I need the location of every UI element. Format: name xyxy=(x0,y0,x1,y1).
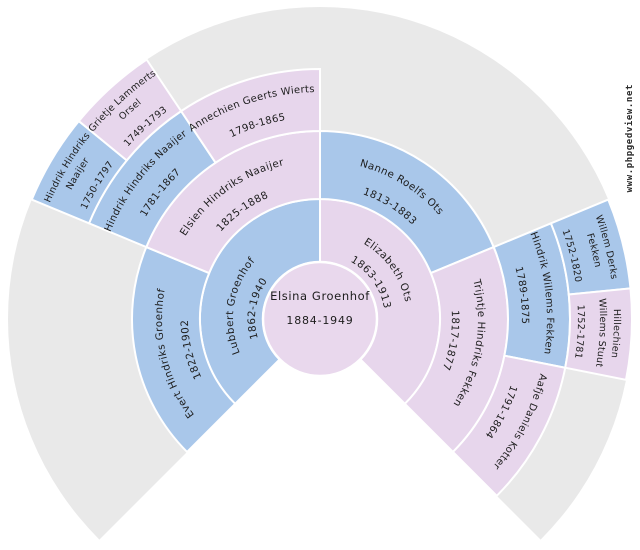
person-29-name: Hillechien xyxy=(608,309,621,359)
fan-sector-ahn-21[interactable] xyxy=(77,58,183,162)
fan-sector-ahn-15[interactable] xyxy=(451,354,567,498)
svg-text:1752-1781: 1752-1781 xyxy=(572,304,586,359)
fan-sector-ahn-29[interactable] xyxy=(564,287,633,382)
root-person-dates: 1884-1949 xyxy=(286,314,353,327)
person-29-dates: 1752-1781 xyxy=(572,304,586,359)
watermark-url: www.phpgedview.net xyxy=(625,84,635,193)
root-person-name: Elsina Groenhof xyxy=(270,289,370,303)
svg-text:Hillechien: Hillechien xyxy=(608,309,622,359)
fan-sector-ahn-11[interactable] xyxy=(179,67,321,165)
ancestor-sectors xyxy=(30,58,633,498)
root-person-sector[interactable] xyxy=(261,260,379,378)
